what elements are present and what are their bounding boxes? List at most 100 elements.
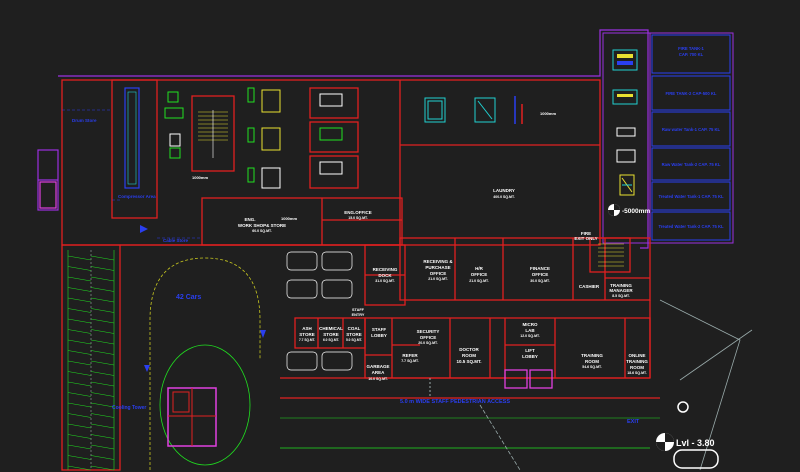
parking-bay-line	[90, 329, 115, 334]
parking-bay-line	[90, 465, 115, 471]
level-marker: Lvl - 3.80	[656, 401, 719, 469]
room-garbage-name1: GARBAGE	[366, 364, 389, 369]
parking-bay-line	[67, 308, 92, 313]
room-micro-lab-area: 12.0 SQ.MT.	[520, 334, 540, 338]
room-laundry-name: LAUNDRY	[493, 188, 515, 193]
room-doctor-name1: DOCTOR	[459, 347, 479, 352]
room-finance-area: 30.0 SQ.MT.	[530, 279, 550, 283]
room-training-room-name2: ROOM	[585, 359, 599, 364]
cooling-tower-block	[167, 387, 217, 447]
grid-lines	[62, 109, 200, 239]
parking-bay-line	[67, 413, 92, 418]
cable-store-label: Cable Store	[163, 238, 189, 243]
parking-bay-line	[67, 276, 92, 282]
parking-bay-line	[90, 381, 115, 387]
tank-1-line2: CAP. 700 KL	[679, 52, 704, 57]
room-receiving-name3: OFFICE	[430, 271, 447, 276]
room-receiving-dock-name2: DOCK	[378, 273, 392, 278]
room-receiving-name2: PURCHASE	[425, 265, 450, 270]
parking-bay-line	[90, 318, 115, 324]
room-chemical-store-area: 6.0 SQ.MT.	[323, 338, 339, 342]
building-walls	[61, 79, 651, 471]
level-label: Lvl - 3.80	[676, 438, 715, 448]
room-training-manager-area: 8.5 SQ.MT.	[612, 294, 630, 298]
parking-bay-line	[67, 329, 92, 334]
tank-2-label: FIRE TANK-2 CAP-500 KL	[666, 91, 717, 96]
parking-bay-line	[90, 434, 115, 439]
parking-count-label: 42 Cars	[176, 294, 201, 301]
room-staff-lobby-name1: STAFF	[372, 327, 386, 332]
room-doctor-area: 10.5 SQ.MT.	[456, 359, 481, 364]
room-staff-lobby-name2: LOBBY	[371, 333, 387, 338]
parking-bay-line	[67, 255, 92, 261]
room-coal-store-area: 5.0 SQ.MT.	[346, 338, 362, 342]
equipment-tag-2: 1000mm	[281, 216, 297, 221]
tank-3-label: Raw water Tank-1 CAP. 75 KL	[662, 127, 721, 132]
room-chemical-store-name1: CHEMICAL	[319, 326, 343, 331]
room-lift-lobby-name1: LIFT	[525, 348, 535, 353]
room-cashier-name: CASHIER	[579, 284, 600, 289]
lift-block	[504, 369, 553, 389]
parked-car-icon	[286, 251, 353, 371]
parking-bay-line	[67, 381, 92, 387]
parking-bay-line	[90, 413, 115, 418]
depth-label: -5000mm	[622, 208, 650, 215]
room-online-training-area: 18.6 SQ.MT.	[627, 371, 647, 375]
room-security-name2: OFFICE	[420, 335, 437, 340]
parking-bay-line	[90, 276, 115, 282]
road-label: 5.0 m WIDE STAFF PEDESTRIAN ACCESS	[400, 399, 510, 405]
room-labels: LAUNDRY 400.0 SQ.MT. ENG. WORK SHOP& STO…	[238, 188, 648, 381]
room-eng-workshop-name2: WORK SHOP& STORE	[238, 223, 286, 228]
parking-bay-line	[67, 266, 92, 271]
parking-bay-line	[90, 339, 115, 345]
parking-bay-line	[90, 255, 115, 261]
parking-bay-line	[90, 444, 115, 450]
tank-labels: FIRE TANK-1 CAP. 700 KL FIRE TANK-2 CAP-…	[658, 46, 724, 229]
parking-bay-line	[67, 339, 92, 345]
parking-bay-line	[90, 423, 115, 429]
room-ash-store-name1: ASH	[302, 326, 312, 331]
room-security-name1: SECURITY	[417, 329, 440, 334]
room-hr-area: 21.0 SQ.MT.	[469, 279, 489, 283]
room-refer-name: REFER	[402, 353, 418, 358]
parking-bay-line	[90, 392, 115, 397]
room-ash-store-area: 7.7 SQ.MT.	[299, 338, 315, 342]
room-garbage-area: 10.0 SQ.MT.	[368, 377, 388, 381]
depth-marker: -5000mm	[608, 204, 650, 216]
parking-bay-line	[67, 423, 92, 429]
parking-bay-line	[90, 297, 115, 303]
room-fire-exit-name1: FIRE	[581, 231, 591, 236]
room-micro-lab-name1: MICRO	[523, 322, 538, 327]
compressor-area-label: Compressor Area	[118, 194, 156, 199]
room-hr-name1: H/R	[475, 266, 484, 271]
room-ash-store-name2: STORE	[299, 332, 314, 337]
parking-bay-line	[67, 318, 92, 324]
tank-6-label: Treated Water Tank-2 CAP. 75 KL	[658, 224, 724, 229]
room-finance-name1: FINANCE	[530, 266, 550, 271]
room-receiving-dock-area: 31.0 SQ.MT.	[375, 279, 395, 283]
tank-pump-icon	[612, 49, 638, 196]
parking-bay-line	[67, 350, 92, 355]
parking-bay-line	[67, 392, 92, 397]
staircase-icon	[198, 110, 624, 267]
parking-bay-line	[90, 350, 115, 355]
equipment-icon	[124, 87, 523, 189]
parking-bay-line	[90, 371, 115, 376]
parking-lot	[67, 250, 115, 470]
parking-bay-line	[67, 455, 92, 460]
room-doctor-name2: ROOM	[462, 353, 476, 358]
cooling-tower-label: Cooling Tower	[112, 405, 146, 411]
site-boundary	[37, 29, 649, 249]
parking-bay-line	[90, 308, 115, 313]
exit-label: EXIT	[627, 419, 640, 425]
staff-entry-name2: ENTRY	[352, 313, 365, 317]
staff-entry-name1: STAFF	[352, 308, 365, 312]
room-eng-office-area: 15.0 SQ.MT.	[348, 216, 368, 220]
parking-bay-line	[67, 360, 92, 366]
access-road	[280, 299, 753, 471]
room-garbage-name2: AREA	[372, 370, 386, 375]
room-eng-office-name: ENG.OFFICE	[344, 210, 372, 215]
room-security-area: 20.0 SQ.MT.	[418, 341, 438, 345]
tank-5-label: Treated Water Tank-1 CAP. 75 KL	[658, 194, 724, 199]
